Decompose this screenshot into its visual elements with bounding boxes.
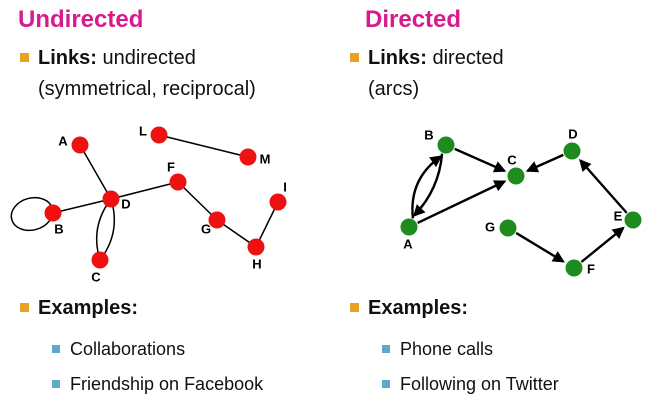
undirected-examples-line: Examples: [20, 296, 138, 320]
undirected-links-bullet-line: Links: undirected [20, 46, 320, 70]
bullet-square-icon [20, 53, 29, 62]
directed-links-text: Links: directed [368, 46, 504, 70]
sub-bullet-square-icon [382, 345, 390, 353]
directed-links-line2: (arcs) [368, 78, 420, 100]
node-C [507, 167, 525, 185]
node-label-D: D [121, 197, 130, 212]
example-text: Friendship on Facebook [70, 374, 264, 394]
examples-label: Examples: [38, 297, 139, 319]
links-value: directed [426, 47, 504, 69]
node-label-B: B [54, 222, 63, 237]
edge-L-M [158, 134, 249, 158]
edge-B-C [454, 147, 507, 173]
edge-D-F [110, 181, 179, 200]
bullet-square-icon [350, 303, 359, 312]
node-F [169, 173, 187, 191]
undirected-links-text: Links: undirected [38, 46, 196, 70]
bullet-square-icon [20, 303, 29, 312]
edge-F-E [580, 226, 625, 263]
edge-A-C [417, 180, 507, 224]
node-label-G: G [201, 222, 211, 237]
node-label-A: A [58, 134, 68, 149]
links-value: undirected [96, 47, 196, 69]
example-text: Following on Twitter [400, 374, 559, 394]
directed-example-item: Phone calls [382, 339, 493, 361]
example-text: Phone calls [400, 339, 494, 359]
directed-links-bullet-line: Links: directed [350, 46, 640, 70]
undirected-graph-svg: A L M F D B C G H I [10, 124, 287, 285]
directed-example-item: Following on Twitter [382, 374, 559, 396]
directed-examples-line: Examples: [350, 296, 468, 320]
node-C [91, 251, 109, 269]
node-label-L: L [139, 124, 147, 139]
node-label-E: E [614, 209, 623, 224]
edge-G-F [515, 231, 565, 263]
edge-A-B [411, 155, 443, 219]
node-label-I: I [283, 180, 287, 195]
node-label-D: D [568, 127, 577, 142]
node-D [563, 142, 581, 160]
links-label: Links: [38, 47, 97, 69]
edge-B-D [52, 198, 112, 214]
node-label-F: F [587, 262, 595, 277]
undirected-example-item: Friendship on Facebook [52, 374, 263, 396]
links-label: Links: [368, 47, 427, 69]
edge-D-C [99, 198, 116, 261]
node-D [102, 190, 120, 208]
directed-title: Directed [365, 6, 462, 33]
node-M [239, 148, 257, 166]
node-B [44, 204, 62, 222]
undirected-title: Undirected [18, 6, 144, 33]
edge-F-G [177, 181, 218, 221]
node-label-M: M [260, 152, 271, 167]
examples-label: Examples: [368, 297, 469, 319]
node-label-G: G [485, 220, 495, 235]
node-label-H: H [252, 257, 261, 272]
sub-bullet-square-icon [52, 345, 60, 353]
edge-A-D [79, 144, 112, 200]
node-A [71, 136, 89, 154]
undirected-example-item: Collaborations [52, 339, 185, 361]
node-A [400, 218, 418, 236]
sub-bullet-square-icon [382, 380, 390, 388]
node-label-F: F [167, 160, 175, 175]
example-text: Collaborations [70, 339, 186, 359]
directed-graph-svg: B D C A G E F [400, 127, 642, 277]
node-L [150, 126, 168, 144]
sub-bullet-square-icon [52, 380, 60, 388]
node-H [247, 238, 265, 256]
undirected-links-line2: (symmetrical, reciprocal) [38, 78, 256, 100]
edge-D-C [525, 153, 564, 173]
node-F [565, 259, 583, 277]
node-label-C: C [507, 153, 517, 168]
node-E [624, 211, 642, 229]
node-G [499, 219, 517, 237]
node-B [437, 136, 455, 154]
node-label-A: A [403, 237, 413, 252]
node-I [269, 193, 287, 211]
node-G [208, 211, 226, 229]
bullet-square-icon [350, 53, 359, 62]
node-label-B: B [424, 128, 433, 143]
edge-B-A [412, 153, 444, 217]
node-label-C: C [91, 270, 101, 285]
edge-D-C [95, 198, 112, 261]
edge-E-D [579, 159, 628, 214]
